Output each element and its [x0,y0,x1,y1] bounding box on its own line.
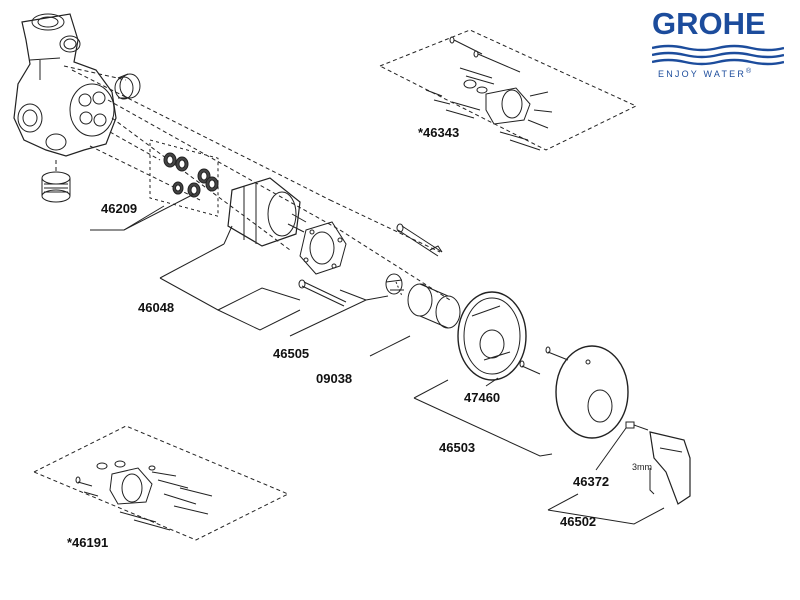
kit-46343 [378,29,638,151]
set-screw [625,421,649,431]
plate-screws [519,346,569,375]
long-screw-lower [298,279,347,307]
lever-handle [649,431,691,505]
brand-tagline-text: ENJOY WATER [658,69,747,79]
cartridge [227,177,307,247]
sleeve [407,283,461,329]
part-label-46343: *46343 [418,125,460,140]
grohe-logo: GROHE ENJOY WATER® [648,6,794,90]
kit-46191 [32,425,290,541]
part-label-46505: 46505 [273,346,310,361]
part-label-46502: 46502 [560,514,597,529]
adapter [385,273,404,297]
flange-plate [299,221,347,275]
part-label-46191: *46191 [67,535,109,550]
part-label-46048: 46048 [138,300,175,315]
long-screw-upper [396,223,443,257]
part-label-46503: 46503 [439,440,476,455]
part-label-46209: 46209 [101,201,138,216]
part-label-46372: 46372 [573,474,610,489]
brand-wordmark: GROHE [652,6,766,41]
cover-plate [555,345,629,439]
threaded-nipple [41,171,71,203]
body-leaders [55,65,451,301]
hex-key-size-note: 3mm [632,462,652,472]
label-leaders [90,193,665,525]
registered-mark: ® [746,68,752,75]
part-label-47460: 47460 [464,390,501,405]
seal-set [149,139,219,217]
part-label-09038: 09038 [316,371,353,386]
brand-tagline: ENJOY WATER® [658,68,751,79]
wave-icon [652,44,784,66]
hex-key [649,468,655,495]
valve-body [13,13,117,157]
back-plate [457,291,527,381]
valve-cap [114,73,141,100]
